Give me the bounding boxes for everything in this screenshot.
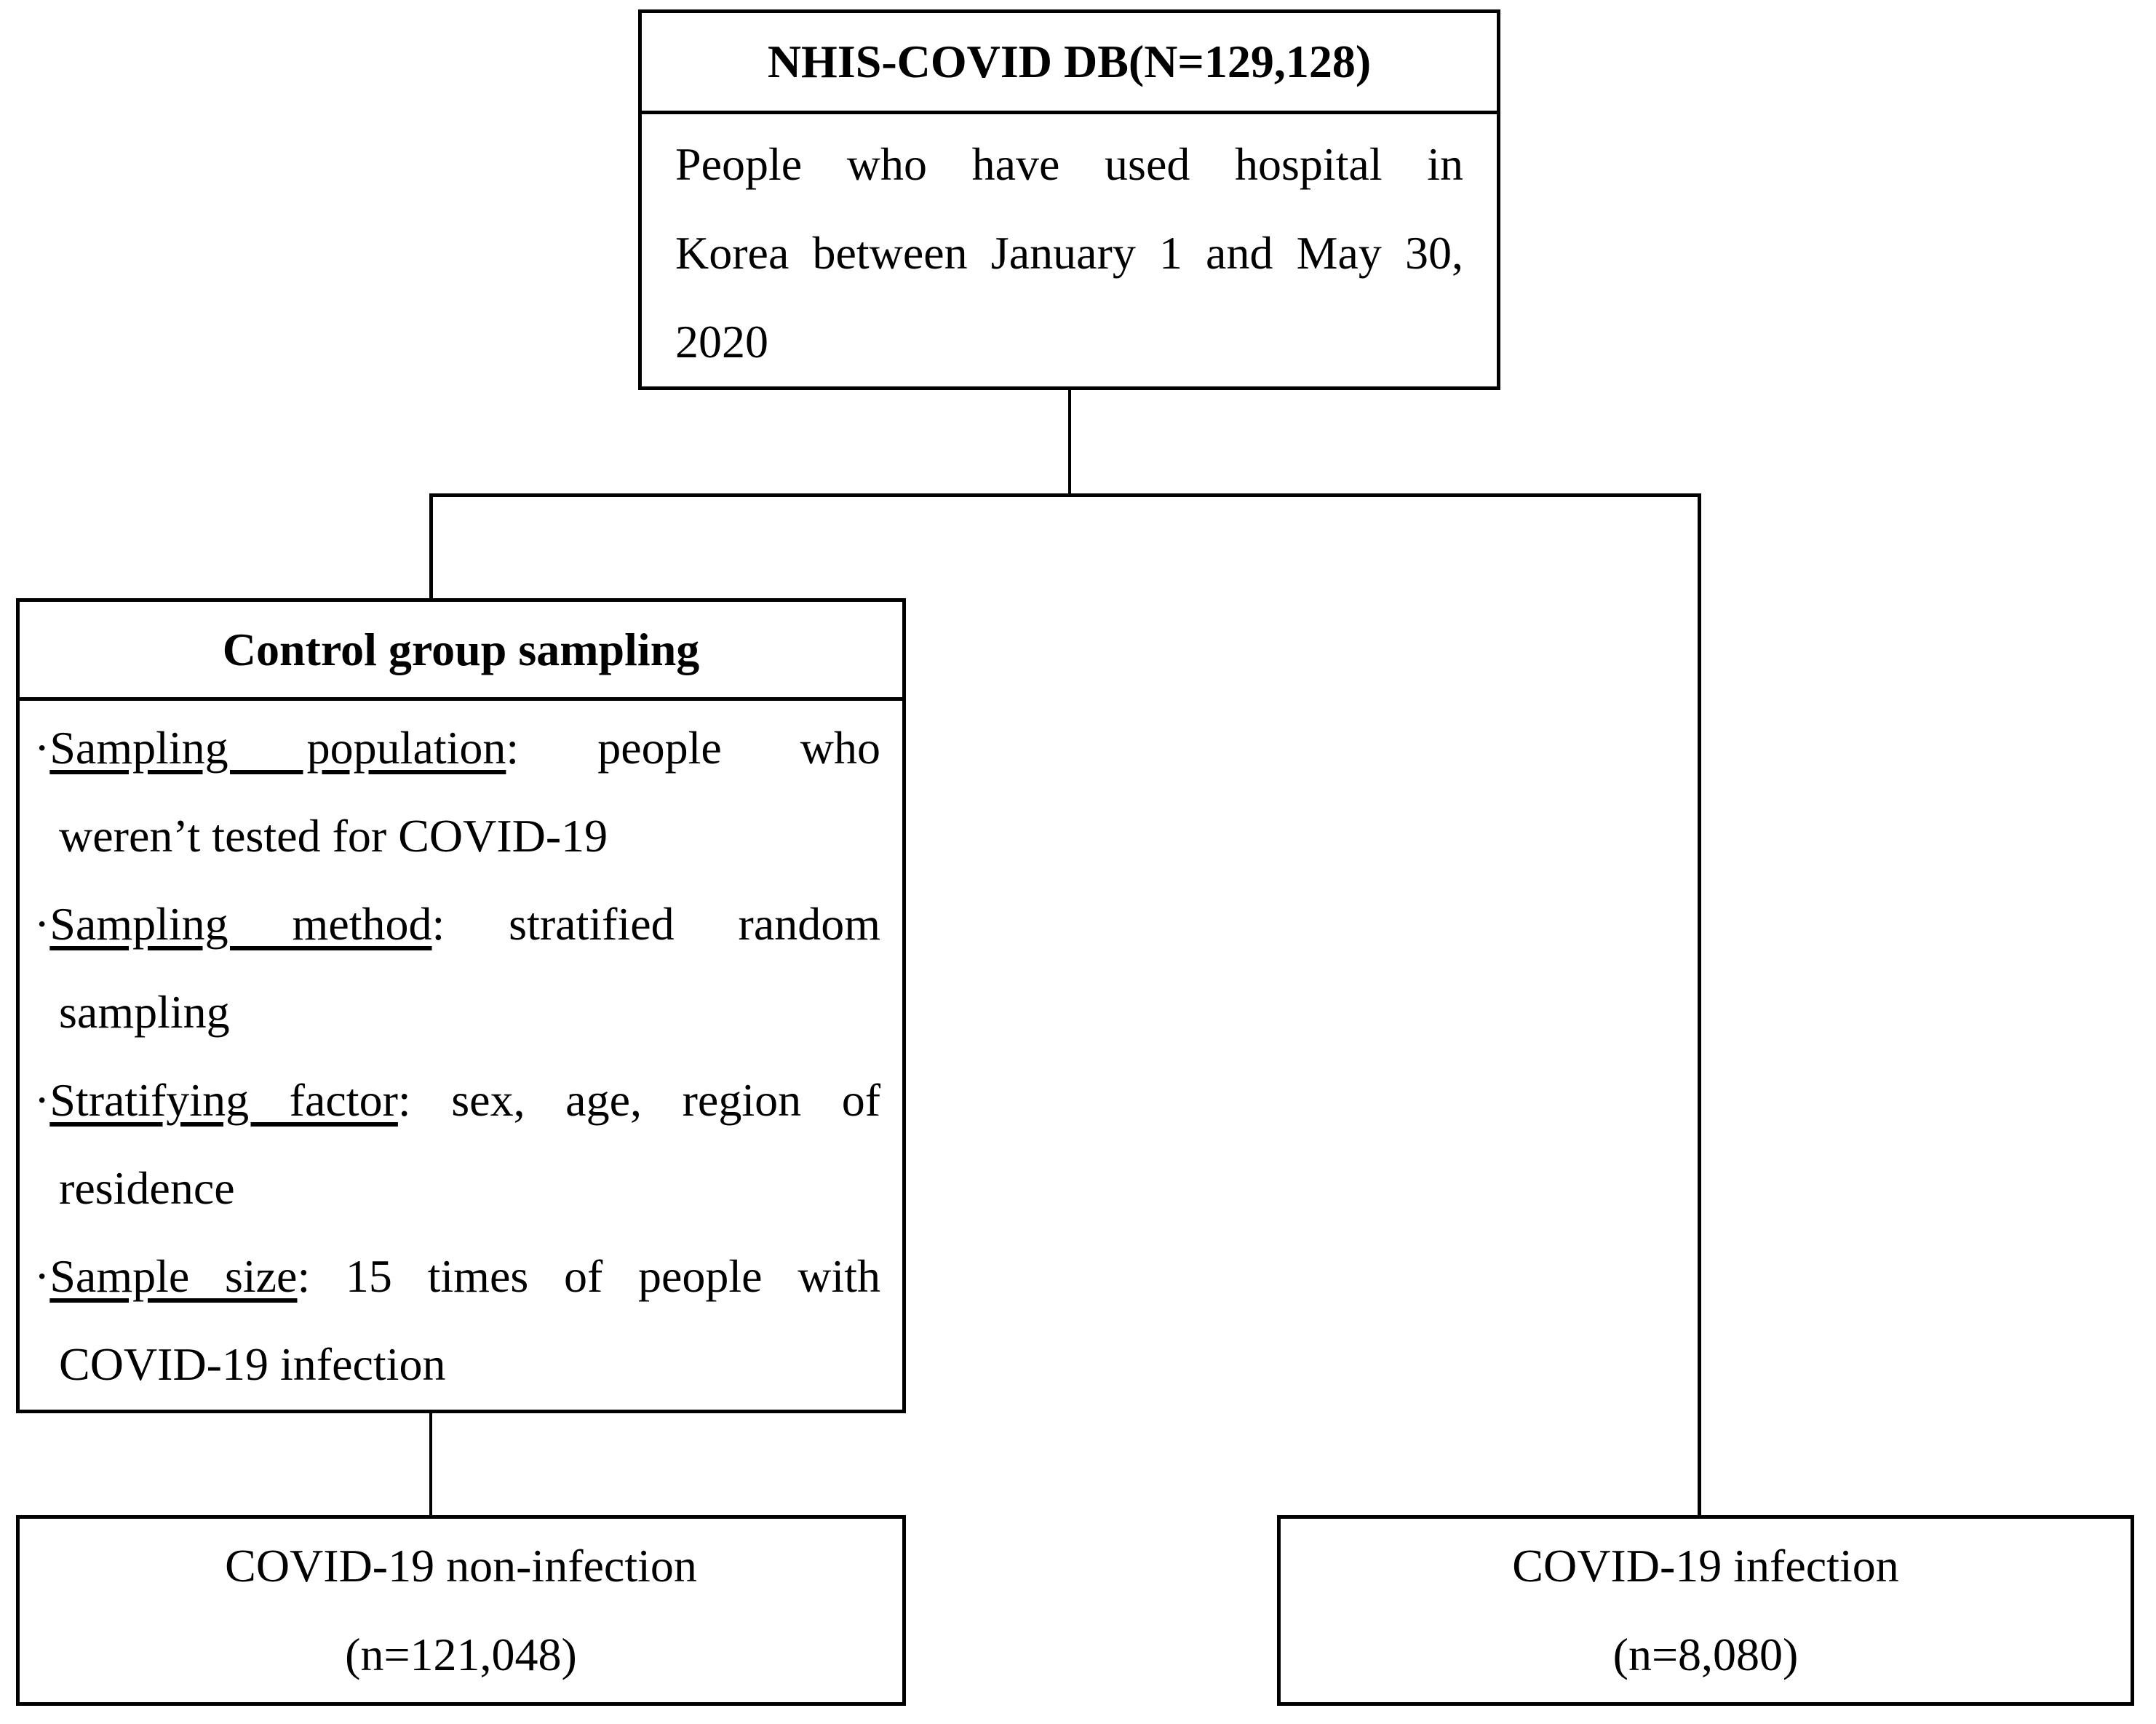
sample-size-term: Sample size	[49, 1250, 298, 1302]
sampling-item-continuation: sampling	[59, 986, 230, 1038]
connector-branch-horizontal	[429, 493, 1701, 497]
control-group-sampling-title: Control group sampling	[20, 602, 902, 701]
sampling-item-text: : sex, age, region of	[397, 1074, 881, 1126]
sampling-item-continuation: COVID-19 infection	[59, 1338, 446, 1390]
nhis-covid-db-description: People who have used hospital in Korea b…	[642, 114, 1497, 386]
sampling-item-text: : 15 times of people with	[297, 1250, 881, 1302]
bullet: ·	[34, 1074, 50, 1126]
sampling-method-term: Sampling method	[49, 898, 432, 950]
sampling-item-text: : stratified random	[431, 898, 881, 950]
sampling-item-line: ·Sampling population: people who	[34, 704, 880, 792]
nhis-covid-db-title: NHIS-COVID DB(N=129,128)	[642, 13, 1497, 114]
covid19-non-infection-count: (n=121,048)	[345, 1629, 577, 1680]
covid19-non-infection-box: COVID-19 non-infection (n=121,048)	[16, 1515, 906, 1706]
description-line: Korea between January 1 and May 30,	[675, 227, 1463, 279]
sampling-item-line: ·Sample size: 15 times of people with	[34, 1232, 880, 1320]
covid19-infection-count: (n=8,080)	[1612, 1629, 1799, 1680]
sampling-item-line: ·Sampling method: stratified random	[34, 880, 880, 968]
bullet: ·	[34, 898, 50, 950]
bullet: ·	[34, 1250, 50, 1302]
control-group-sampling-body: ·Sampling population: people who weren’t…	[20, 701, 902, 1408]
sampling-item-text: : people who	[506, 722, 880, 774]
sampling-item-line: ·Stratifying factor: sex, age, region of	[34, 1056, 880, 1144]
covid19-non-infection-label: COVID-19 non-infection	[225, 1540, 697, 1592]
covid19-infection-box: COVID-19 infection (n=8,080)	[1277, 1515, 2134, 1706]
description-line: 2020	[675, 316, 768, 368]
control-group-sampling-box: Control group sampling ·Sampling populat…	[16, 598, 906, 1413]
covid19-infection-label: COVID-19 infection	[1512, 1540, 1899, 1592]
sampling-population-term: Sampling population	[49, 722, 506, 774]
connector-control-to-noninfection	[429, 1413, 432, 1515]
connector-branch-right-vertical	[1698, 493, 1701, 1515]
nhis-covid-db-box: NHIS-COVID DB(N=129,128) People who have…	[638, 9, 1500, 390]
sampling-item-continuation: residence	[59, 1162, 235, 1214]
sampling-item-continuation: weren’t tested for COVID-19	[59, 810, 608, 862]
bullet: ·	[34, 722, 50, 774]
stratifying-factor-term: Stratifying factor	[49, 1074, 398, 1126]
connector-top-stem	[1068, 390, 1071, 495]
description-line: People who have used hospital in	[675, 138, 1463, 190]
connector-branch-left-vertical	[429, 493, 433, 598]
